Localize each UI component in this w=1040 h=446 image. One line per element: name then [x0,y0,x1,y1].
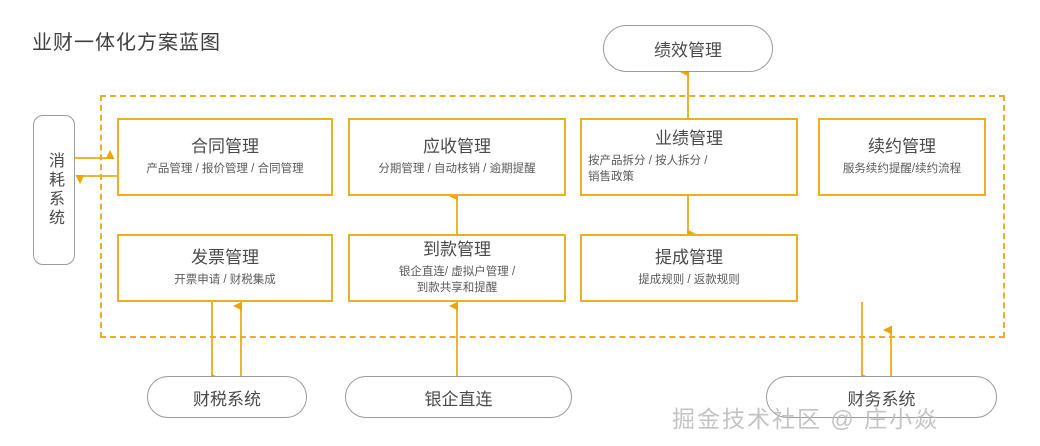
module-subtitle-line1: 按产品拆分 / 按人拆分 / [588,154,708,167]
module-renewal-management[interactable]: 续约管理 服务续约提醒/续约流程 [818,118,986,196]
module-title: 到款管理 [423,239,491,259]
module-receipt-management[interactable]: 到款管理 银企直连/ 虚拟户管理 / 到款共享和提醒 [348,234,566,302]
module-title: 应收管理 [423,137,491,157]
module-contract-management[interactable]: 合同管理 产品管理 / 报价管理 / 合同管理 [117,118,333,196]
external-system-tax[interactable]: 财税系统 [147,376,307,418]
module-subtitle: 服务续约提醒/续约流程 [842,163,962,176]
module-subtitle-line2: 到款共享和提醒 [416,282,498,295]
module-title: 发票管理 [191,248,259,268]
module-subtitle: 提成规则 / 返款规则 [638,274,740,287]
external-system-consume[interactable]: 消耗系统 [33,115,75,265]
page-title: 业财一体化方案蓝图 [32,32,221,54]
module-subtitle: 产品管理 / 报价管理 / 合同管理 [146,163,304,176]
external-system-bank-direct[interactable]: 银企直连 [345,376,572,418]
module-performance-management[interactable]: 业绩管理 按产品拆分 / 按人拆分 / 销售政策 [580,118,798,196]
watermark: 掘金技术社区 @ 庄小焱 [672,406,940,432]
module-subtitle: 开票申请 / 财税集成 [174,274,276,287]
module-subtitle-line1: 银企直连/ 虚拟户管理 / [398,265,516,278]
module-subtitle-line2: 销售政策 [588,171,634,184]
module-receivable-management[interactable]: 应收管理 分期管理 / 自动核销 / 逾期提醒 [348,118,566,196]
module-title: 提成管理 [655,248,723,268]
external-system-finance[interactable]: 财务系统 [766,376,997,418]
internal-platform-boundary [100,95,1005,338]
module-title: 续约管理 [868,137,936,157]
external-system-kpi[interactable]: 绩效管理 [603,25,773,72]
module-commission-management[interactable]: 提成管理 提成规则 / 返款规则 [580,234,798,302]
module-invoice-management[interactable]: 发票管理 开票申请 / 财税集成 [117,234,333,302]
module-subtitle: 分期管理 / 自动核销 / 逾期提醒 [378,163,536,176]
module-title: 业绩管理 [655,128,723,148]
module-title: 合同管理 [191,137,259,157]
